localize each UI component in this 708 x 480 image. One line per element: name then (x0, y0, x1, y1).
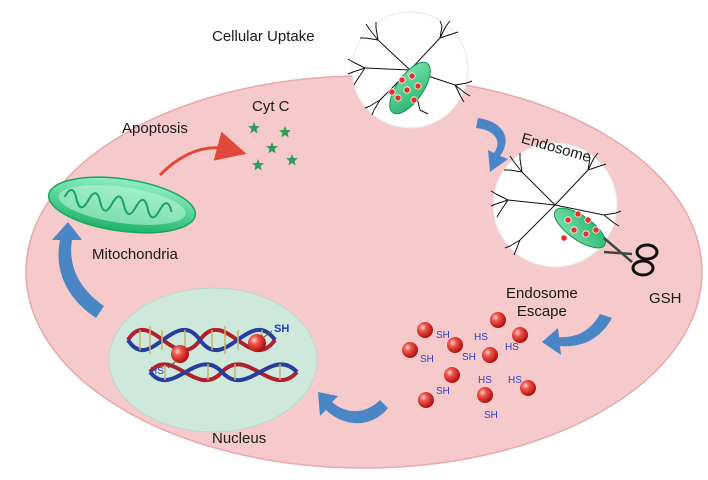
mitochondria-icon (47, 176, 197, 234)
uptake-to-endosome-arrow (476, 118, 508, 172)
label-nucleus: Nucleus (212, 430, 267, 447)
label-endosome-escape: Endosome Escape (506, 285, 578, 320)
nanoparticle-icon (248, 334, 266, 352)
thiol-label: HS (150, 366, 164, 377)
to-mitochondria-arrow (52, 222, 104, 318)
svg-text:HS: HS (474, 332, 488, 343)
pod-particles (388, 72, 422, 104)
label-cellular-uptake: Cellular Uptake (212, 28, 315, 45)
svg-text:HS: HS (478, 375, 492, 386)
released-thiol-labels: SH SH SH HS HS HS HS SH SH (420, 330, 522, 421)
escape-arrow (542, 314, 612, 355)
svg-text:SH: SH (484, 410, 498, 421)
svg-text:SH: SH (436, 386, 450, 397)
scissors-icon (603, 237, 659, 277)
svg-text:SH: SH (436, 330, 450, 341)
nucleus-body (108, 287, 318, 433)
svg-text:HS: HS (508, 375, 522, 386)
released-particles (402, 312, 536, 408)
label-cyt-c: Cyt C (252, 98, 290, 115)
dendrimer-icon (490, 152, 622, 256)
svg-text:SH: SH (420, 354, 434, 365)
to-nucleus-arrow (318, 392, 388, 424)
label-gsh: GSH (649, 290, 682, 307)
dendrimer-icon (347, 20, 473, 116)
svg-text:SH: SH (462, 352, 476, 363)
apoptosis-arrow (158, 131, 247, 177)
label-mitochondria: Mitochondria (92, 246, 178, 263)
nanoparticle-icon (171, 345, 189, 363)
svg-text:HS: HS (505, 342, 519, 353)
thiol-label: SH (274, 323, 289, 335)
pod-particles (560, 210, 600, 242)
label-apoptosis: Apoptosis (122, 120, 188, 137)
